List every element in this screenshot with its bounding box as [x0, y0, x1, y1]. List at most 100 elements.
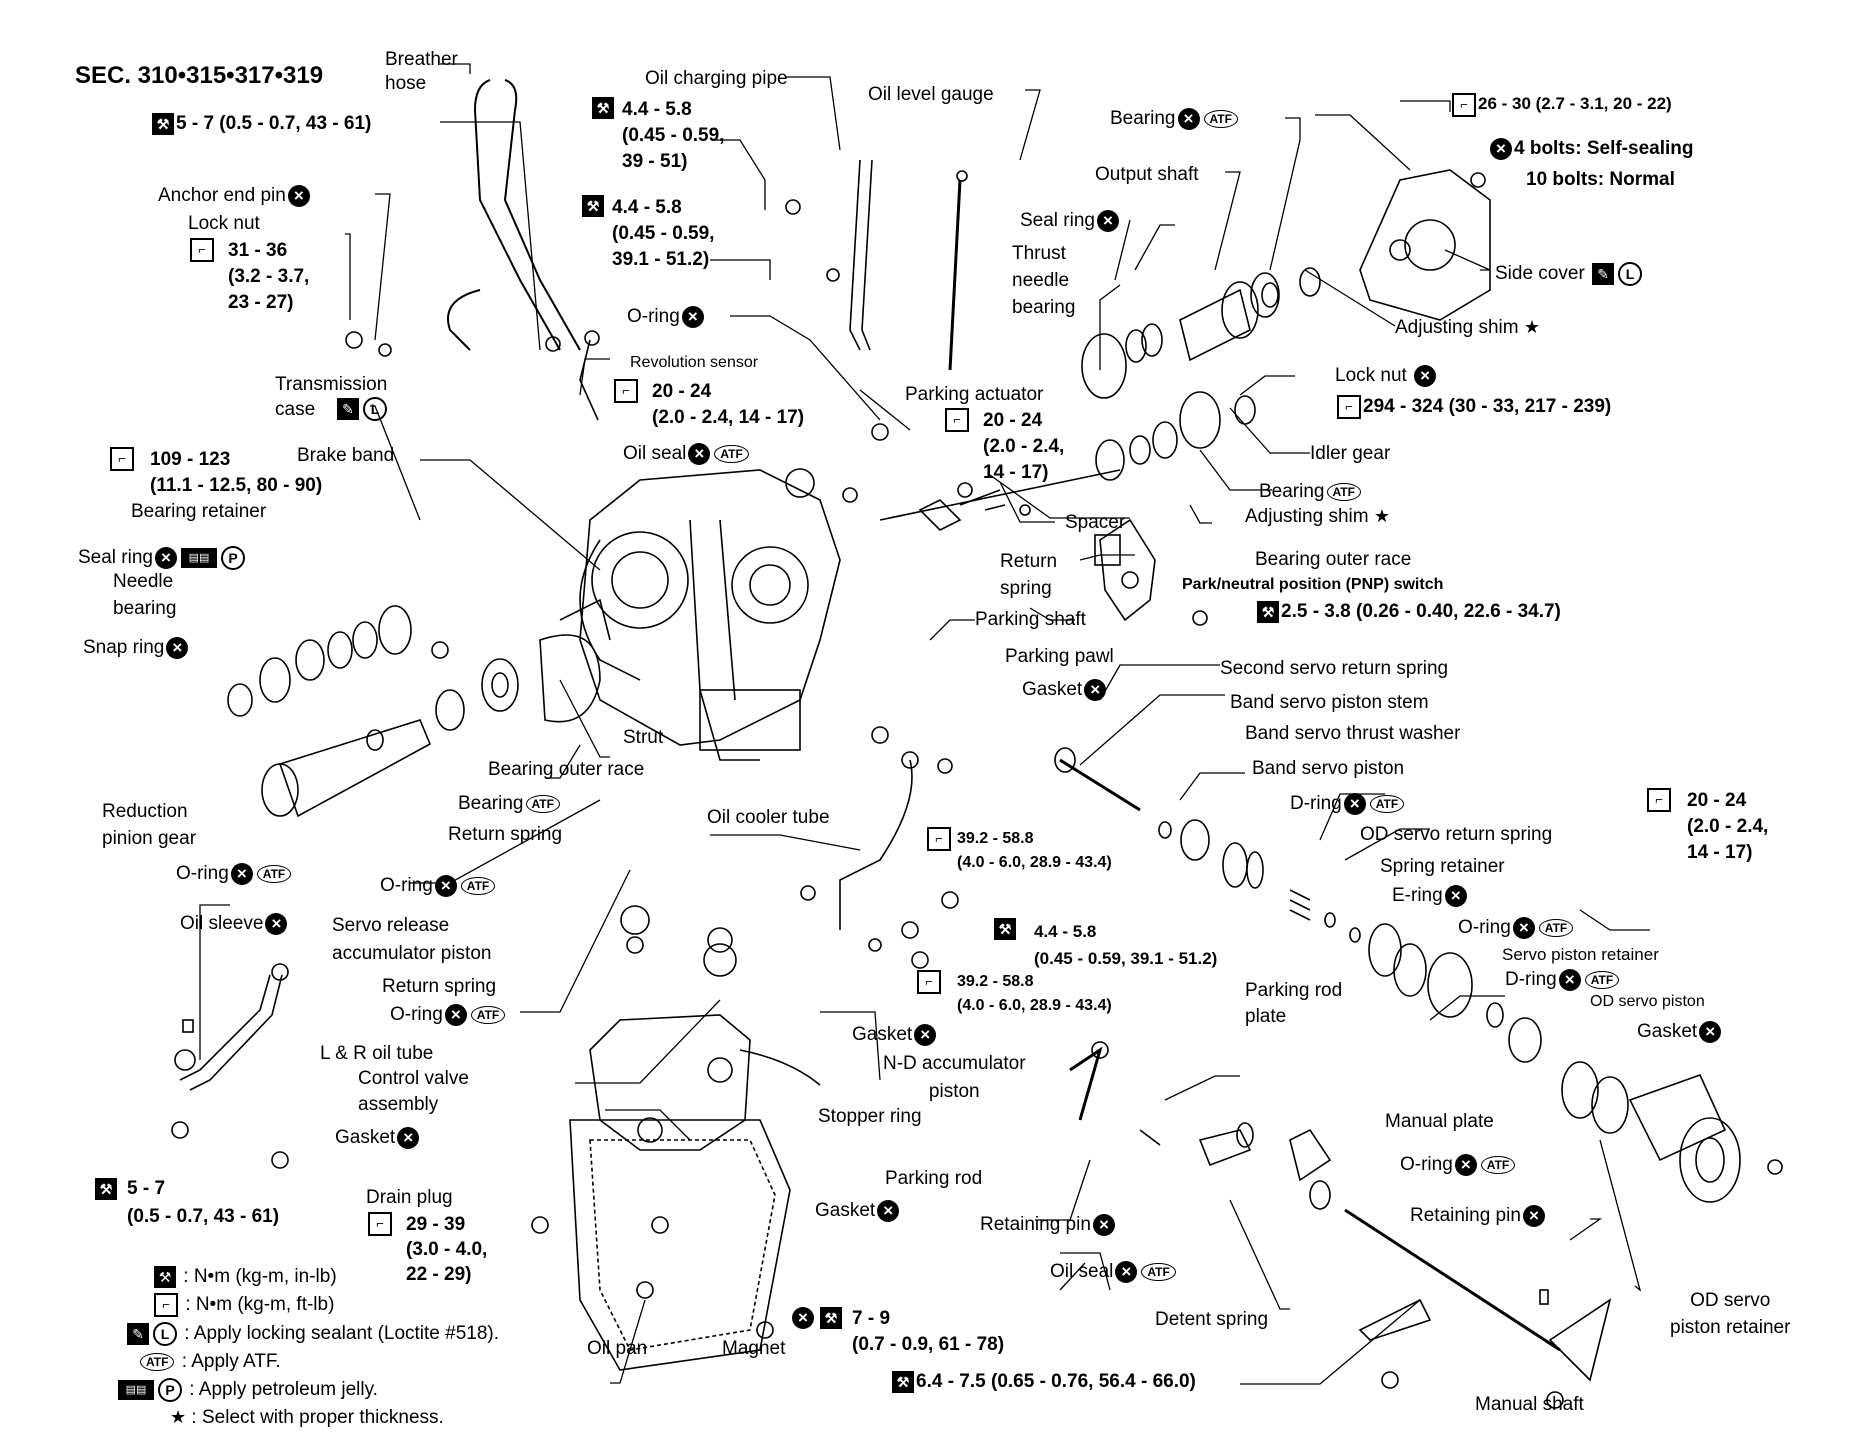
replace-icon: ×: [1444, 884, 1467, 907]
label-band-servo-piston-stem: Band servo piston stem: [1230, 692, 1429, 713]
label-lr-oil-tube: L & R oil tube: [320, 1043, 434, 1064]
oil-cooler-torque-1: ⌐39.2 - 58.8 (4.0 - 6.0, 28.9 - 43.4): [925, 827, 1112, 875]
label-thrust-needle-bearing: Thrust needle bearing: [1012, 243, 1076, 318]
label-control-valve-assembly: Control valve assembly: [358, 1068, 469, 1115]
label-adjusting-shim-1: Adjusting shim ★: [1395, 317, 1540, 338]
torque-ftlb-icon: ⌐: [190, 238, 214, 262]
section-title: SEC. 310•315•317•319: [75, 62, 324, 89]
label-gasket-pan: Gasket×: [815, 1199, 901, 1222]
label-retaining-pin-1: Retaining pin×: [980, 1213, 1117, 1236]
parking-parts: [918, 489, 1006, 531]
oil-pipes: [785, 159, 968, 441]
locking-sealant-L-icon: L: [1618, 262, 1643, 286]
control-valve-and-pan: [569, 905, 821, 1371]
label-detent-spring: Detent spring: [1155, 1309, 1269, 1330]
replace-icon: ×: [1558, 968, 1581, 991]
replace-icon: ×: [877, 1199, 900, 1222]
label-band-servo-piston: Band servo piston: [1252, 758, 1405, 779]
oil-cooler-torque-3: ⌐39.2 - 58.8 (4.0 - 6.0, 28.9 - 43.4): [915, 970, 1112, 1018]
side-cover-torque: ⌐26 - 30 (2.7 - 3.1, 20 - 22): [1450, 92, 1672, 117]
label-return-spring-low: Return spring: [382, 976, 497, 997]
label-parking-shaft: Parking shaft: [975, 609, 1086, 630]
label-output-shaft: Output shaft: [1095, 164, 1199, 185]
rev-sensor-torque: ⌐20 - 24 (2.0 - 2.4, 14 - 17): [612, 379, 804, 431]
replace-icon: ×: [1414, 364, 1437, 387]
replace-icon: ×: [1097, 209, 1119, 232]
label-manual-shaft: Manual shaft: [1475, 1394, 1584, 1415]
label-o-ring-mid: O-ring×ATF: [380, 874, 497, 897]
label-oil-pan: Oil pan: [587, 1338, 648, 1359]
atf-icon: ATF: [1369, 794, 1405, 813]
replace-icon: ×: [1454, 1153, 1477, 1176]
locking-sealant-L-icon: L: [363, 397, 387, 421]
atf-icon: ATF: [140, 1352, 175, 1371]
bolts: [345, 331, 1031, 1339]
lr-oil-tube: [171, 963, 289, 1169]
label-strut: Strut: [623, 727, 664, 748]
label-magnet: Magnet: [722, 1338, 786, 1359]
leader-lines: [199, 63, 1650, 1385]
label-needle-bearing: Needle bearing: [113, 571, 177, 619]
label-gasket-low: Gasket×: [852, 1023, 938, 1046]
replace-icon: ×: [1522, 1204, 1545, 1227]
label-reduction-pinion-gear: Reduction pinion gear: [102, 801, 197, 849]
label-spacer: Spacer: [1065, 512, 1126, 533]
torque-inlb-icon: ⚒: [892, 1370, 914, 1393]
label-manual-plate: Manual plate: [1385, 1111, 1494, 1132]
torque-ftlb-icon: ⌐: [1452, 92, 1476, 117]
label-oil-level-gauge: Oil level gauge: [868, 84, 994, 105]
label-brake-band: Brake band: [297, 445, 395, 466]
replace-icon: ×: [1490, 137, 1512, 160]
torque-ftlb-icon: ⌐: [927, 827, 951, 851]
label-idler-gear: Idler gear: [1310, 443, 1391, 464]
label-lock-nut-right: Lock nut ×: [1335, 364, 1438, 387]
pnp-switch: [1094, 518, 1208, 626]
atf-icon: ATF: [470, 1005, 506, 1024]
torque-ftlb-icon: ⌐: [614, 379, 638, 403]
label-gasket-left: Gasket×: [335, 1126, 421, 1149]
breather-hose: [447, 79, 581, 351]
atf-icon: ATF: [1326, 482, 1361, 501]
label-seal-ring-left: Seal ring×▤▤P: [78, 546, 247, 570]
locking-sealant-L-icon: L: [153, 1322, 177, 1346]
manual-shaft-assembly: [1289, 1128, 1612, 1409]
torque-ftlb-icon: ⌐: [1337, 395, 1361, 419]
petroleum-jelly-P-icon: P: [158, 1378, 182, 1402]
replace-icon: ×: [1084, 678, 1107, 701]
label-bearing-outer-race-left: Bearing outer race: [488, 759, 645, 780]
label-gasket-mid: Gasket×: [1022, 678, 1108, 701]
label-d-ring-2: D-ring×ATF: [1505, 968, 1621, 991]
label-return-spring-mid: Return spring: [448, 824, 563, 845]
magnet-torque: ×⚒7 - 9 (0.7 - 0.9, 61 - 78): [790, 1306, 1004, 1358]
torque-ftlb-icon: ⌐: [110, 447, 134, 471]
label-stopper-ring: Stopper ring: [818, 1106, 922, 1127]
case-sealant-icons: ✎L: [335, 397, 389, 421]
select-thickness-icon: ★: [1373, 506, 1390, 526]
torque-inlb-icon: ⚒: [152, 112, 174, 135]
replace-icon: ×: [792, 1307, 814, 1329]
label-retaining-pin-2: Retaining pin×: [1410, 1204, 1547, 1227]
torque-inlb-icon: ⚒: [154, 1265, 176, 1288]
atf-icon: ATF: [1141, 1262, 1176, 1281]
replace-icon: ×: [166, 636, 189, 659]
atf-icon: ATF: [1584, 970, 1620, 989]
label-transmission-case: Transmission case: [275, 374, 388, 420]
legend-nm-inlb: ⚒ : N•m (kg-m, in-lb): [152, 1265, 337, 1288]
label-second-servo-return-spring: Second servo return spring: [1220, 658, 1449, 679]
label-parking-rod: Parking rod: [885, 1168, 983, 1189]
petroleum-jelly-icon: ▤▤: [118, 1380, 154, 1400]
label-o-ring-low-left: O-ring×ATF: [176, 862, 293, 885]
label-oil-seal-low: Oil seal×ATF: [1050, 1260, 1178, 1283]
label-bearing-top: Bearing×ATF: [1110, 107, 1240, 130]
atf-icon: ATF: [1203, 109, 1238, 128]
ocp-torque-1: ⚒4.4 - 5.8 (0.45 - 0.59, 39 - 51): [590, 97, 724, 175]
right-torque: ⌐20 - 24 (2.0 - 2.4, 14 - 17): [1645, 788, 1768, 866]
torque-ftlb-icon: ⌐: [368, 1212, 392, 1236]
parking-actuator-torque: ⌐20 - 24 (2.0 - 2.4, 14 - 17): [943, 408, 1064, 486]
label-o-ring-top: O-ring×: [627, 305, 706, 328]
replace-icon: ×: [287, 184, 310, 207]
atf-icon: ATF: [460, 876, 496, 895]
label-oil-charging-pipe: Oil charging pipe: [645, 68, 788, 89]
label-o-ring-right: O-ring×ATF: [1458, 916, 1575, 939]
